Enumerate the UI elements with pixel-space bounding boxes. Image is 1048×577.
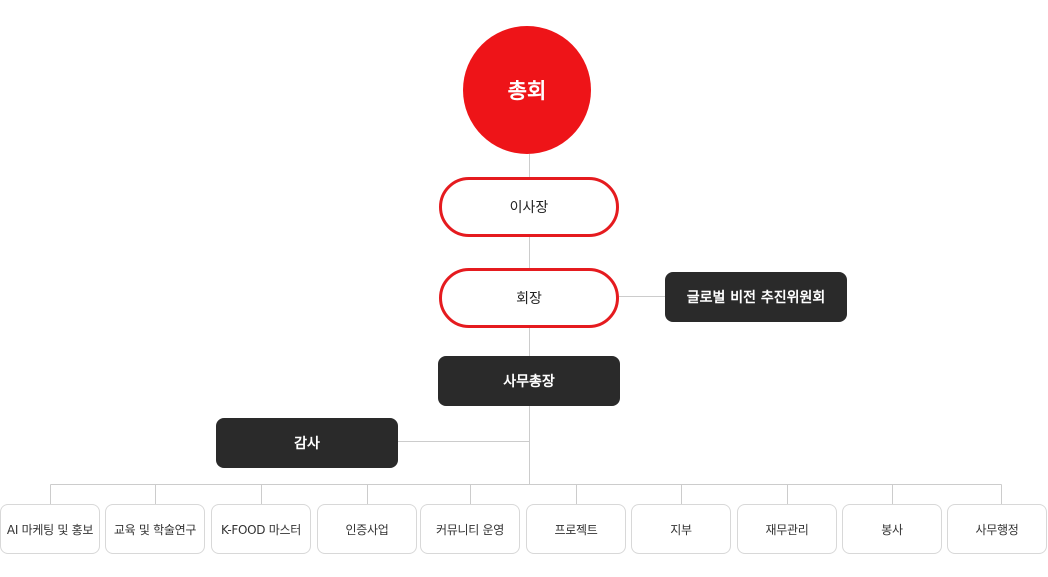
chairman-node: 이사장	[439, 177, 619, 237]
chairman-label: 이사장	[509, 200, 549, 216]
department-project: 프로젝트	[526, 504, 626, 554]
department-label: 재무관리	[765, 522, 809, 537]
department-label: 사무행정	[975, 522, 1019, 537]
department-label: 프로젝트	[554, 522, 598, 537]
global-vision-committee-node: 글로벌 비전 추진위원회	[665, 272, 847, 322]
audit-label: 감사	[294, 436, 320, 452]
department-finance: 재무관리	[737, 504, 837, 554]
department-label: 교육 및 학술연구	[113, 522, 197, 537]
department-administration: 사무행정	[947, 504, 1047, 554]
general-assembly-label: 총회	[507, 79, 547, 103]
general-assembly-node: 총회	[463, 26, 591, 154]
department-kfood-master: K-FOOD 마스터	[211, 504, 311, 554]
audit-node: 감사	[216, 418, 398, 468]
department-certification: 인증사업	[317, 504, 417, 554]
department-label: 지부	[670, 522, 692, 537]
department-volunteer: 봉사	[842, 504, 942, 554]
department-ai-marketing: AI 마케팅 및 홍보	[0, 504, 100, 554]
department-label: 인증사업	[345, 522, 389, 537]
department-label: 봉사	[881, 522, 903, 537]
department-branch: 지부	[631, 504, 731, 554]
secretary-general-node: 사무총장	[438, 356, 620, 406]
department-label: 커뮤니티 운영	[436, 522, 504, 537]
department-label: K-FOOD 마스터	[221, 522, 301, 537]
secretary-general-label: 사무총장	[503, 374, 555, 390]
department-label: AI 마케팅 및 홍보	[6, 522, 94, 537]
department-community: 커뮤니티 운영	[420, 504, 520, 554]
global-vision-committee-label: 글로벌 비전 추진위원회	[686, 290, 826, 306]
president-label: 회장	[516, 291, 542, 307]
president-node: 회장	[439, 268, 619, 328]
department-education-research: 교육 및 학술연구	[105, 504, 205, 554]
